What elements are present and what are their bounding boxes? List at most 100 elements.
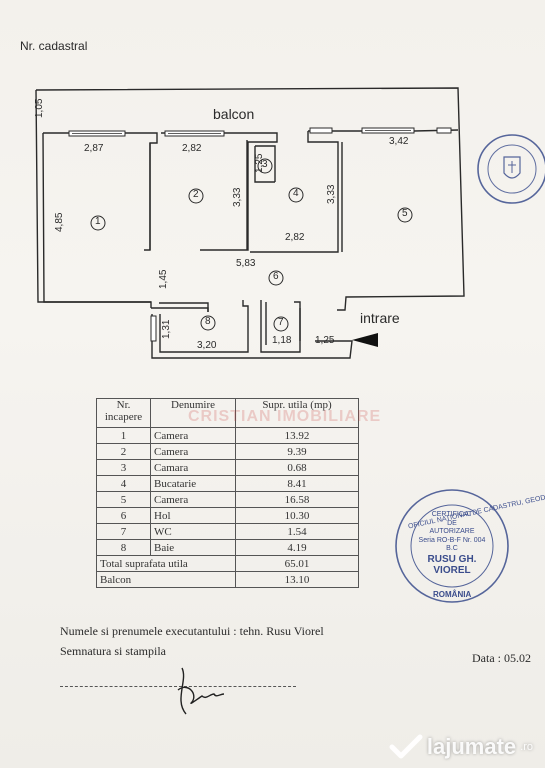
dim-bath-depth: 1,31 bbox=[161, 319, 172, 339]
row-name: Camera bbox=[150, 427, 236, 444]
room-4-marker bbox=[288, 187, 304, 203]
room-1-number: 1 bbox=[95, 216, 101, 227]
room-6-number: 6 bbox=[273, 271, 279, 282]
room-1-marker bbox=[90, 215, 106, 231]
row-area: 8.41 bbox=[235, 475, 359, 492]
room-2-marker bbox=[188, 188, 204, 204]
header-room-number: Nr. incapere bbox=[96, 398, 151, 428]
room-5-number: 5 bbox=[402, 208, 408, 219]
agency-watermark: CRISTIAN IMOBILIARE bbox=[188, 408, 382, 425]
row-area: 4.19 bbox=[235, 539, 359, 556]
stamp-center-text: CERTIFICAT DE AUTORIZARE Seria RO-B-F Nr… bbox=[415, 511, 489, 576]
stamp-country: ROMÂNIA bbox=[433, 590, 472, 599]
stamp-line: DE bbox=[447, 519, 457, 527]
cadastral-number-label: Nr. cadastral bbox=[20, 39, 88, 53]
room-3-marker bbox=[257, 158, 273, 174]
outer-wall-balcony bbox=[35, 87, 465, 311]
row-area: 16.58 bbox=[235, 491, 359, 508]
signature-label: Semnatura si stampila bbox=[60, 644, 166, 658]
row-name: Baie bbox=[150, 539, 236, 556]
entrance-arrow-icon bbox=[352, 333, 378, 347]
row-nr: 8 bbox=[96, 539, 151, 556]
brand-name: lajumate bbox=[426, 734, 517, 759]
stamp-line: CERTIFICAT bbox=[431, 511, 473, 518]
total-value: 65.01 bbox=[235, 555, 359, 572]
balcony-label: balcon bbox=[213, 106, 255, 122]
dim-room5-width: 3,42 bbox=[389, 136, 409, 147]
row-nr: 1 bbox=[96, 427, 151, 444]
row-name: Hol bbox=[150, 507, 236, 524]
header-usable-area: Supr. utila (mp) bbox=[235, 398, 359, 428]
row-name: Camara bbox=[150, 459, 236, 476]
dim-wc-width: 1,18 bbox=[272, 335, 292, 346]
balcony-row-value: 13.10 bbox=[235, 571, 359, 588]
dim-room2-width: 2,82 bbox=[182, 143, 202, 154]
dim-kitchen-depth: 3,33 bbox=[326, 184, 337, 204]
row-name: Camera bbox=[150, 491, 236, 508]
row-area: 9.39 bbox=[235, 443, 359, 460]
row-name: WC bbox=[150, 523, 236, 540]
row-nr: 2 bbox=[96, 443, 151, 460]
row-nr: 5 bbox=[96, 491, 151, 508]
stamp-line: RUSU GH. bbox=[427, 553, 477, 565]
row-area: 13.92 bbox=[235, 427, 359, 444]
signature-line bbox=[60, 686, 296, 687]
stamp-line: AUTORIZARE bbox=[429, 528, 475, 535]
handwritten-signature bbox=[177, 667, 225, 715]
municipal-stamp-icon bbox=[477, 134, 545, 204]
row-nr: 7 bbox=[96, 523, 151, 540]
row-nr: 4 bbox=[96, 475, 151, 492]
dim-balcony-depth: 1,05 bbox=[34, 98, 45, 118]
room-4-number: 4 bbox=[293, 188, 299, 199]
stamp-line: VIOREL bbox=[433, 564, 471, 576]
dim-room1-depth: 4,85 bbox=[54, 212, 65, 232]
dim-room1-width: 2,87 bbox=[84, 143, 104, 154]
room-3-number: 3 bbox=[262, 159, 268, 170]
room-5-marker bbox=[397, 207, 413, 223]
checkmark-logo-icon bbox=[389, 734, 423, 759]
balcony-row-label: Balcon bbox=[96, 571, 236, 588]
document-date: Data : 05.02 bbox=[472, 651, 531, 665]
row-area: 1.54 bbox=[235, 523, 359, 540]
entrance-label: intrare bbox=[360, 310, 400, 326]
stamp-line: B.C bbox=[446, 545, 458, 552]
row-name: Bucatarie bbox=[150, 475, 236, 492]
room-7-marker bbox=[273, 316, 289, 332]
dim-entry-width: 1,25 bbox=[315, 335, 335, 346]
room-area-table: Nr. incapere Denumire Supr. utila (mp) 1… bbox=[96, 398, 359, 588]
dim-kitchen-width: 2,82 bbox=[285, 232, 305, 243]
row-nr: 6 bbox=[96, 507, 151, 524]
dim-room2-depth: 3,33 bbox=[232, 187, 243, 207]
room-8-number: 8 bbox=[205, 316, 211, 327]
floor-plan bbox=[35, 87, 465, 359]
room-2-number: 2 bbox=[193, 189, 199, 200]
dim-hall-depth: 1,45 bbox=[158, 269, 169, 289]
row-area: 10.30 bbox=[235, 507, 359, 524]
total-label: Total suprafata utila bbox=[96, 555, 236, 572]
row-name: Camera bbox=[150, 443, 236, 460]
room-6-marker bbox=[268, 270, 284, 286]
cadastre-stamp-icon bbox=[395, 489, 509, 603]
dim-bath-width: 3,20 bbox=[197, 340, 217, 351]
brand-tld: .ro bbox=[520, 741, 533, 753]
stamp-line: Seria RO-B-F Nr. 004 bbox=[418, 536, 486, 544]
row-nr: 3 bbox=[96, 459, 151, 476]
site-brand-logo: lajumate.ro bbox=[389, 734, 533, 760]
room-7-number: 7 bbox=[278, 317, 284, 328]
room-8-marker bbox=[200, 315, 216, 331]
table-header-row: Nr. incapere Denumire Supr. utila (mp) bbox=[96, 398, 359, 428]
executor-name: Numele si prenumele executantului : tehn… bbox=[60, 624, 324, 638]
dim-hall-width: 5,83 bbox=[236, 258, 256, 269]
row-area: 0.68 bbox=[235, 459, 359, 476]
